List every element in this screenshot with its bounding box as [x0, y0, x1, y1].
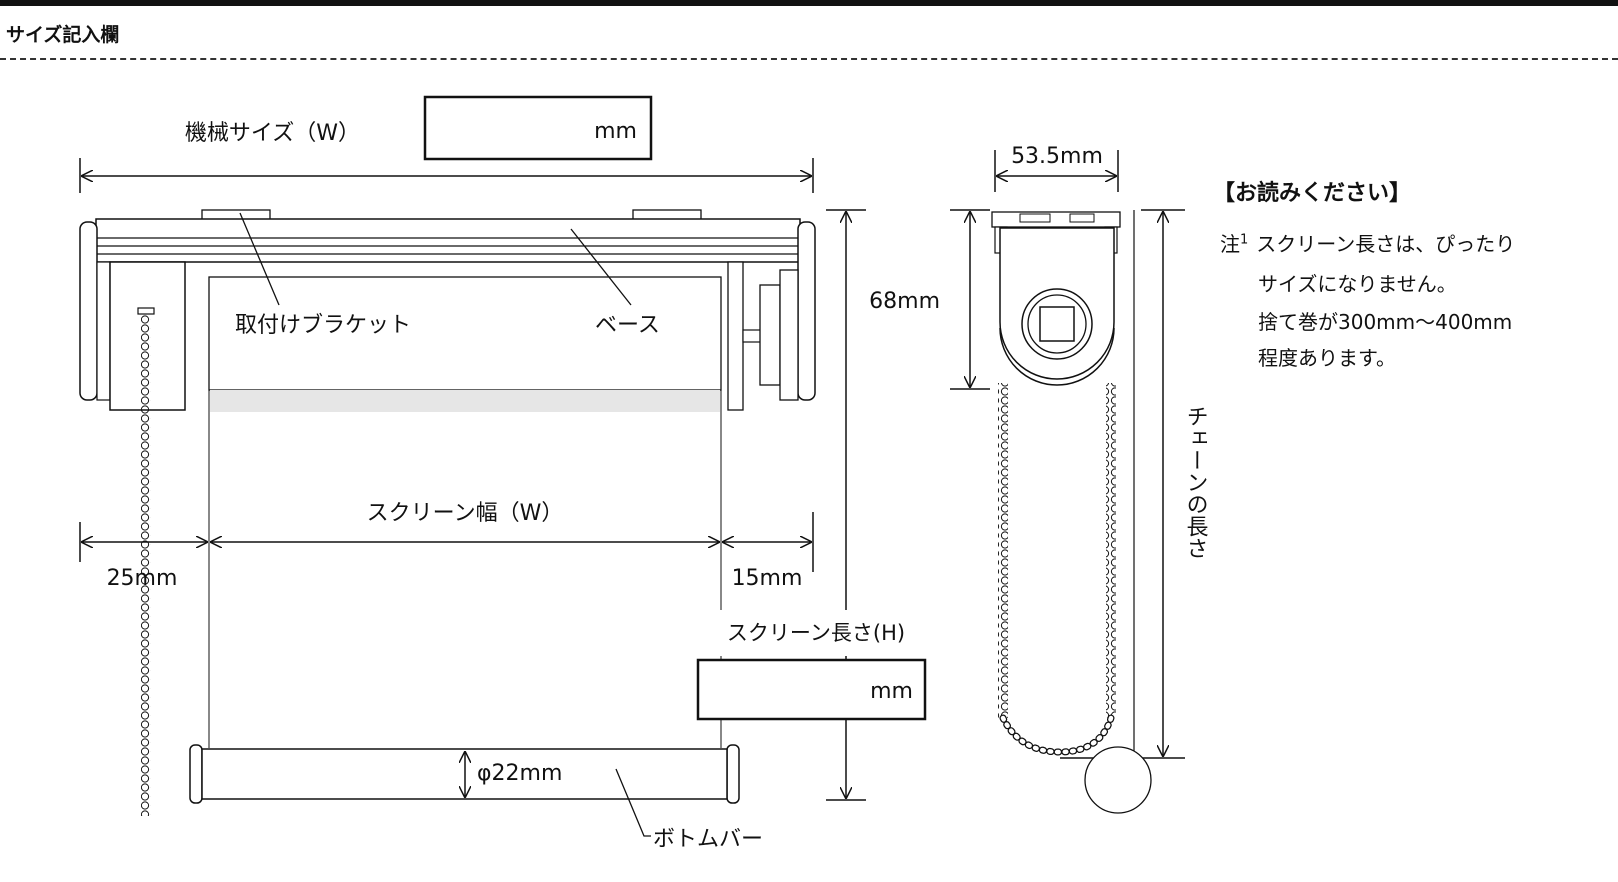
bar-diameter-label: φ22mm	[477, 761, 562, 786]
bead-chain-side	[998, 383, 1008, 718]
end-cap-right	[797, 221, 816, 401]
screen-length-label: スクリーン長さ(H)	[727, 621, 905, 645]
bottom-bar-label: ボトムバー	[653, 827, 763, 852]
chain-length-label: チェーンの長さ	[1183, 405, 1208, 559]
left-gap-label: 25mm	[107, 566, 178, 591]
bead-chain-front	[141, 314, 151, 816]
bead-chain-side	[1106, 383, 1116, 718]
side-width-label: 53.5mm	[1011, 144, 1103, 169]
shaft-square	[1039, 306, 1075, 342]
screen-length-unit: mm	[870, 679, 913, 704]
screen-roll	[208, 276, 722, 391]
section-title: サイズ記入欄	[6, 24, 120, 46]
bracket-label: 取付けブラケット	[235, 313, 411, 338]
note-line: 程度あります。	[1258, 346, 1396, 370]
note-superscript: 1	[1240, 232, 1249, 248]
right-gap-label: 15mm	[732, 566, 803, 591]
base-label: ベース	[595, 313, 660, 338]
chain-weight	[1084, 746, 1152, 814]
end-cap-left	[79, 221, 98, 401]
machine-size-input[interactable]	[423, 95, 653, 161]
screen-length-input[interactable]	[696, 658, 927, 721]
note-line: 注1 スクリーン長さは、ぴったり	[1220, 228, 1515, 257]
note-line: 捨て巻が300mm〜400mm	[1258, 310, 1513, 334]
base-rail	[95, 218, 801, 263]
top-border	[0, 0, 1618, 6]
side-height-label: 68mm	[869, 289, 940, 314]
machine-size-label: 機械サイズ（W）	[185, 121, 360, 146]
dashed-divider	[0, 58, 1618, 60]
note-title: 【お読みください】	[1213, 181, 1412, 206]
machine-size-unit: mm	[594, 119, 637, 144]
side-bracket	[991, 211, 1121, 228]
note-line: サイズになりません。	[1258, 272, 1457, 296]
screen-width-label: スクリーン幅（W）	[367, 501, 564, 526]
note-marker: 注	[1220, 232, 1240, 256]
note-text: スクリーン長さは、ぴったり	[1256, 232, 1516, 256]
